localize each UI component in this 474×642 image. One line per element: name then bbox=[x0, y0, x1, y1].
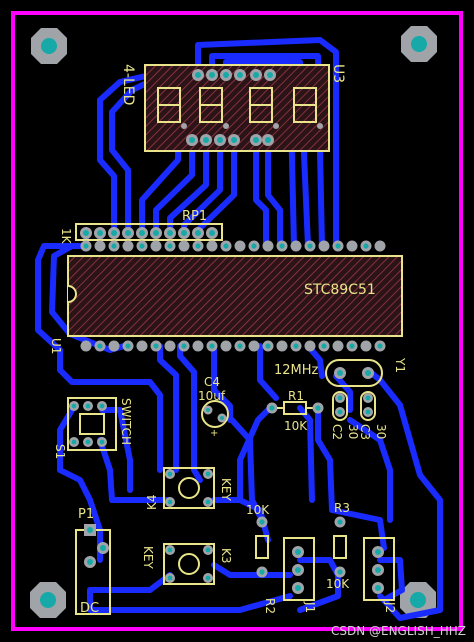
led-display-name-label: 4-LED bbox=[120, 64, 136, 105]
led-display-module: 4-LED U3 bbox=[120, 64, 346, 152]
connector-j2: J2 bbox=[363, 537, 397, 613]
resistor-r1: R1 10K bbox=[266, 389, 324, 433]
resistor-pack-rp1: RP1 1K bbox=[59, 209, 223, 245]
r3-value-label: 10K bbox=[326, 577, 350, 591]
j2-ref-label: J2 bbox=[383, 601, 397, 613]
pushbutton-k3: KEY K3 bbox=[141, 543, 233, 585]
k3-ref-label: K3 bbox=[219, 548, 233, 564]
resistor-r2: 10K R2 bbox=[246, 503, 277, 614]
mcu-stc89c51: STC89C51 U1 bbox=[49, 240, 403, 354]
j1-ref-label: J1 bbox=[303, 601, 317, 613]
led-display-pins-top bbox=[192, 69, 276, 81]
rp1-ref-label: RP1 bbox=[182, 209, 207, 224]
crystal-y1: 12MHz Y1 bbox=[274, 357, 407, 387]
switch-s1: SWITCH S1 bbox=[53, 397, 133, 459]
resistor-r3: R3 10K bbox=[326, 501, 350, 591]
c2-ref-label: C2 bbox=[330, 424, 344, 440]
watermark-text: CSDN @ENGLISH_HHZ bbox=[330, 624, 466, 638]
switch-ref-label: S1 bbox=[53, 444, 67, 459]
crystal-ref-label: Y1 bbox=[393, 357, 407, 373]
r2-ref-label: R2 bbox=[263, 598, 277, 614]
k4-ref-label: K4 bbox=[145, 494, 159, 510]
c2-value-label: 30 bbox=[346, 424, 360, 439]
c3-value-label: 30 bbox=[374, 424, 388, 439]
r1-value-label: 10K bbox=[284, 419, 308, 433]
dc-jack-p1: P1 DC bbox=[75, 507, 111, 616]
mcu-pins-top bbox=[80, 240, 386, 252]
capacitor-c4: + C4 10uf bbox=[198, 375, 229, 439]
capacitors-c2-c3: C2 30 C3 30 bbox=[330, 391, 388, 440]
c3-ref-label: C3 bbox=[358, 424, 372, 440]
board-outline bbox=[11, 11, 463, 631]
pushbutton-k4: K4 KEY bbox=[145, 467, 233, 510]
crystal-freq-label: 12MHz bbox=[274, 363, 319, 378]
led-display-pins-bottom bbox=[186, 134, 274, 146]
mcu-name-label: STC89C51 bbox=[304, 282, 376, 298]
k4-name-label: KEY bbox=[219, 478, 233, 501]
r3-ref-label: R3 bbox=[334, 501, 350, 515]
k3-name-label: KEY bbox=[141, 546, 155, 569]
c4-value-label: 10uf bbox=[198, 389, 226, 403]
switch-name-label: SWITCH bbox=[119, 398, 133, 445]
svg-text:+: + bbox=[210, 428, 218, 439]
p1-ref-label: P1 bbox=[78, 507, 94, 522]
r2-value-label: 10K bbox=[246, 503, 270, 517]
rp1-value-label: 1K bbox=[59, 228, 73, 245]
c4-ref-label: C4 bbox=[204, 375, 220, 389]
mounting-holes bbox=[30, 26, 437, 618]
r1-ref-label: R1 bbox=[288, 389, 304, 403]
p1-name-label: DC bbox=[80, 601, 99, 616]
mcu-ref-label: U1 bbox=[49, 338, 63, 354]
connector-j1: J1 bbox=[283, 537, 317, 613]
led-display-ref-label: U3 bbox=[330, 64, 346, 83]
